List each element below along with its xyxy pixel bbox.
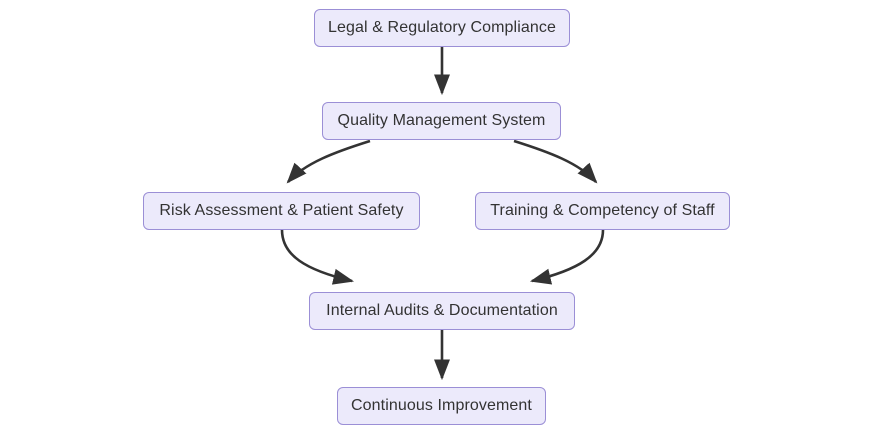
node-label: Training & Competency of Staff bbox=[490, 202, 715, 219]
node-training-competency-of-staff[interactable]: Training & Competency of Staff bbox=[475, 192, 730, 230]
node-risk-assessment-patient-safety[interactable]: Risk Assessment & Patient Safety bbox=[143, 192, 420, 230]
node-label: Legal & Regulatory Compliance bbox=[328, 19, 556, 36]
edge-risk-to-audits bbox=[280, 229, 355, 285]
node-quality-management-system[interactable]: Quality Management System bbox=[322, 102, 561, 140]
node-internal-audits-documentation[interactable]: Internal Audits & Documentation bbox=[309, 292, 575, 330]
edge-quality-to-training bbox=[513, 139, 598, 184]
node-label: Continuous Improvement bbox=[351, 397, 532, 414]
node-continuous-improvement[interactable]: Continuous Improvement bbox=[337, 387, 546, 425]
node-label: Internal Audits & Documentation bbox=[326, 302, 558, 319]
edge-training-to-audits bbox=[529, 229, 605, 285]
node-label: Quality Management System bbox=[337, 112, 546, 129]
node-legal-regulatory-compliance[interactable]: Legal & Regulatory Compliance bbox=[314, 9, 570, 47]
node-label: Risk Assessment & Patient Safety bbox=[159, 202, 404, 219]
edge-quality-to-risk bbox=[286, 139, 371, 184]
